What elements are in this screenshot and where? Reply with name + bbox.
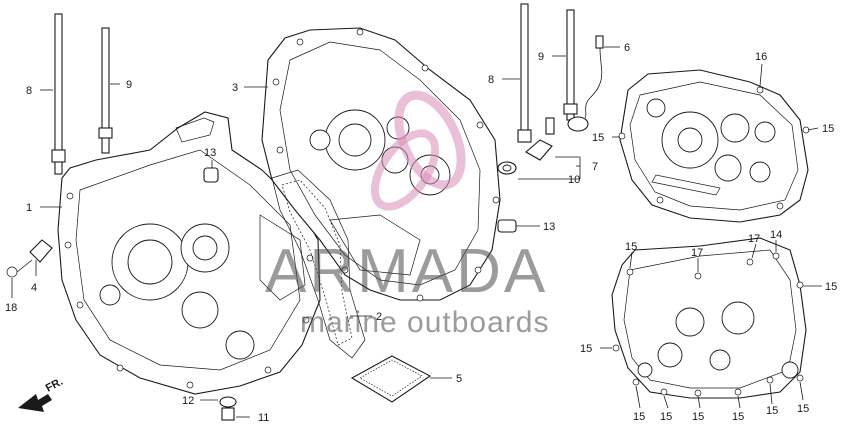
- left-crankcase: [57, 111, 321, 395]
- callout-15: 15: [825, 281, 837, 293]
- callout-15: 15: [822, 123, 834, 135]
- right-cover-gasket-top: [618, 69, 810, 223]
- front-arrow-icon: [18, 394, 52, 412]
- callout-numbers: 8 9 1 4 18 13 3 2 5 12 11 8 9 6 7 10 13 …: [5, 42, 837, 424]
- leader-lines: [11, 46, 822, 418]
- callout-15: 15: [592, 132, 604, 144]
- oil-pressure-sensor: [567, 35, 604, 132]
- callout-8: 8: [26, 85, 32, 97]
- callout-15: 15: [580, 343, 592, 355]
- callout-15: 15: [633, 411, 645, 423]
- crankcase-gasket: [271, 169, 366, 359]
- callout-9: 9: [126, 79, 132, 91]
- callout-6: 6: [624, 42, 630, 54]
- callout-13-right: 13: [543, 221, 555, 233]
- callout-15: 15: [766, 405, 778, 417]
- callout-9-right: 9: [538, 51, 544, 63]
- stud-bolts-left: [51, 13, 113, 175]
- callout-4: 4: [31, 282, 37, 294]
- callout-1: 1: [26, 202, 32, 214]
- right-cover-gasket-bottom: [611, 237, 807, 399]
- callout-13-left: 13: [204, 147, 216, 159]
- callout-15: 15: [732, 411, 744, 423]
- neutral-switch: [497, 117, 555, 175]
- callout-5: 5: [456, 373, 462, 385]
- oil-strainer: [350, 355, 432, 403]
- callout-7: 7: [592, 161, 598, 173]
- callout-15: 15: [660, 411, 672, 423]
- callout-17: 17: [748, 233, 760, 245]
- callout-18: 18: [5, 302, 17, 314]
- dowel-pin-left: [203, 167, 219, 183]
- sensor-bracket: [6, 239, 53, 278]
- callout-11: 11: [258, 412, 269, 424]
- callout-14: 14: [770, 229, 782, 241]
- stud-bolts-right: [517, 3, 578, 143]
- front-direction-indicator: FR.: [18, 376, 65, 412]
- callout-15: 15: [692, 411, 704, 423]
- callout-2: 2: [376, 311, 382, 323]
- callout-15: 15: [797, 403, 809, 415]
- callout-12: 12: [182, 395, 194, 407]
- watermark-brand: ARMADA: [265, 237, 548, 306]
- callout-3: 3: [232, 82, 238, 94]
- drain-plug: [219, 396, 237, 421]
- callout-17: 17: [691, 247, 703, 259]
- front-label: FR.: [44, 376, 65, 395]
- callout-15: 15: [625, 241, 637, 253]
- dowel-pin-right: [497, 219, 517, 233]
- callout-10: 10: [568, 174, 580, 186]
- watermark-tagline: marine outboards: [300, 306, 549, 339]
- callout-16: 16: [755, 51, 767, 63]
- callout-8-right: 8: [488, 74, 494, 86]
- watermark: ARMADA marine outboards: [265, 90, 549, 339]
